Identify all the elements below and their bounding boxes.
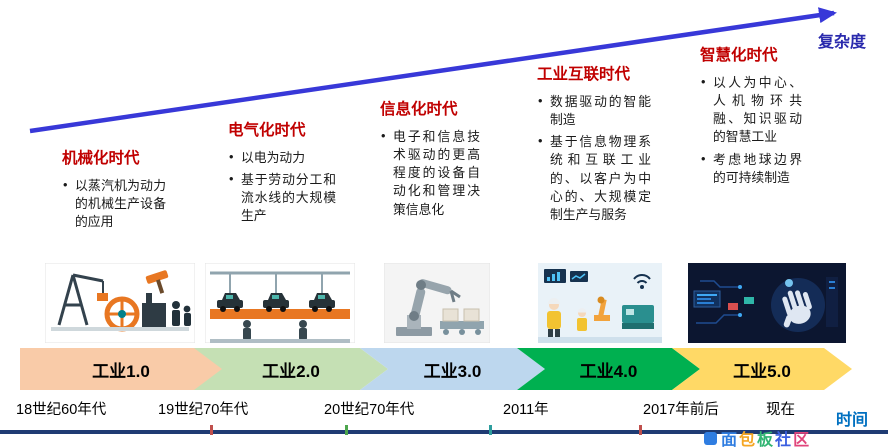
time-axis-label: 时间 — [836, 412, 869, 429]
timeline-label-around-2017: 2017年前后 — [643, 402, 719, 418]
industry-1-steam-machinery-image — [45, 263, 195, 343]
timeline-label-1760s: 18世纪60年代 — [16, 402, 107, 418]
watermark-char: 板 — [757, 432, 774, 448]
timeline-tick — [345, 425, 348, 435]
era-bullet: 考虑地球边界的可持续制造 — [700, 150, 802, 187]
era-column-mechanization: 机械化时代 以蒸汽机为动力的机械生产设备的应用 — [62, 146, 166, 235]
watermark-char: 包 — [739, 432, 756, 448]
era-title-intelligence: 智慧化时代 — [700, 47, 778, 64]
era-bullets-industrial-internet: 数据驱动的智能制造 基于信息物理系统和互联工业的、以客户为中心的、大规模定制生产… — [537, 92, 651, 224]
banner-industry-2-0: 工业2.0 — [194, 348, 388, 390]
banner-industry-5-0: 工业5.0 — [672, 348, 852, 390]
era-bullets-informatization: 电子和信息技术驱动的更高程度的设备自动化和管理决策信息化 — [380, 127, 480, 219]
timeline-label-1870s: 19世纪70年代 — [158, 402, 249, 418]
time-axis-line — [0, 430, 888, 434]
watermark-logo-icon — [704, 431, 717, 445]
timeline-tick — [210, 425, 213, 435]
era-bullet: 以人为中心、人机物环共融、知识驱动的智慧工业 — [700, 73, 802, 147]
era-bullet: 电子和信息技术驱动的更高程度的设备自动化和管理决策信息化 — [380, 127, 480, 219]
timeline-tick — [489, 425, 492, 435]
timeline-label-now: 现在 — [766, 402, 795, 418]
timeline-label-1970s: 20世纪70年代 — [324, 402, 415, 418]
era-bullets-electrification: 以电为动力 基于劳动分工和流水线的大规模生产 — [228, 148, 336, 226]
industry-2-assembly-line-image — [205, 263, 355, 343]
era-bullet: 以电为动力 — [228, 148, 336, 167]
era-column-informatization: 信息化时代 电子和信息技术驱动的更高程度的设备自动化和管理决策信息化 — [380, 97, 480, 223]
era-column-intelligence: 智慧化时代 以人为中心、人机物环共融、知识驱动的智慧工业 考虑地球边界的可持续制… — [700, 43, 802, 191]
watermark-char: 面 — [721, 432, 738, 448]
banner-industry-4-0: 工业4.0 — [517, 348, 700, 390]
era-bullet: 以蒸汽机为动力的机械生产设备的应用 — [62, 176, 166, 231]
watermark: 面 包 板 社 区 — [704, 426, 809, 448]
era-title-informatization: 信息化时代 — [380, 101, 458, 118]
industry-3-robot-arm-image — [384, 263, 490, 343]
banner-industry-3-0: 工业3.0 — [360, 348, 545, 390]
era-bullet: 数据驱动的智能制造 — [537, 92, 651, 129]
industry-4-smart-factory-image — [538, 263, 662, 343]
complexity-axis-label: 复杂度 — [818, 34, 867, 51]
watermark-char: 社 — [775, 432, 792, 448]
industry-5-human-centric-tech-image — [688, 263, 846, 343]
era-title-mechanization: 机械化时代 — [62, 150, 140, 167]
era-title-industrial-internet: 工业互联时代 — [537, 66, 631, 83]
era-bullet: 基于信息物理系统和互联工业的、以客户为中心的、大规模定制生产与服务 — [537, 132, 651, 224]
era-title-electrification: 电气化时代 — [228, 122, 306, 139]
era-bullet: 基于劳动分工和流水线的大规模生产 — [228, 170, 336, 225]
era-column-electrification: 电气化时代 以电为动力 基于劳动分工和流水线的大规模生产 — [228, 118, 336, 230]
timeline-tick — [639, 425, 642, 435]
era-column-industrial-internet: 工业互联时代 数据驱动的智能制造 基于信息物理系统和互联工业的、以客户为中心的、… — [537, 62, 651, 228]
banner-industry-1-0: 工业1.0 — [20, 348, 232, 390]
era-bullets-mechanization: 以蒸汽机为动力的机械生产设备的应用 — [62, 176, 166, 231]
era-bullets-intelligence: 以人为中心、人机物环共融、知识驱动的智慧工业 考虑地球边界的可持续制造 — [700, 73, 802, 187]
timeline-label-2011: 2011年 — [503, 402, 549, 418]
watermark-char: 区 — [793, 432, 810, 448]
